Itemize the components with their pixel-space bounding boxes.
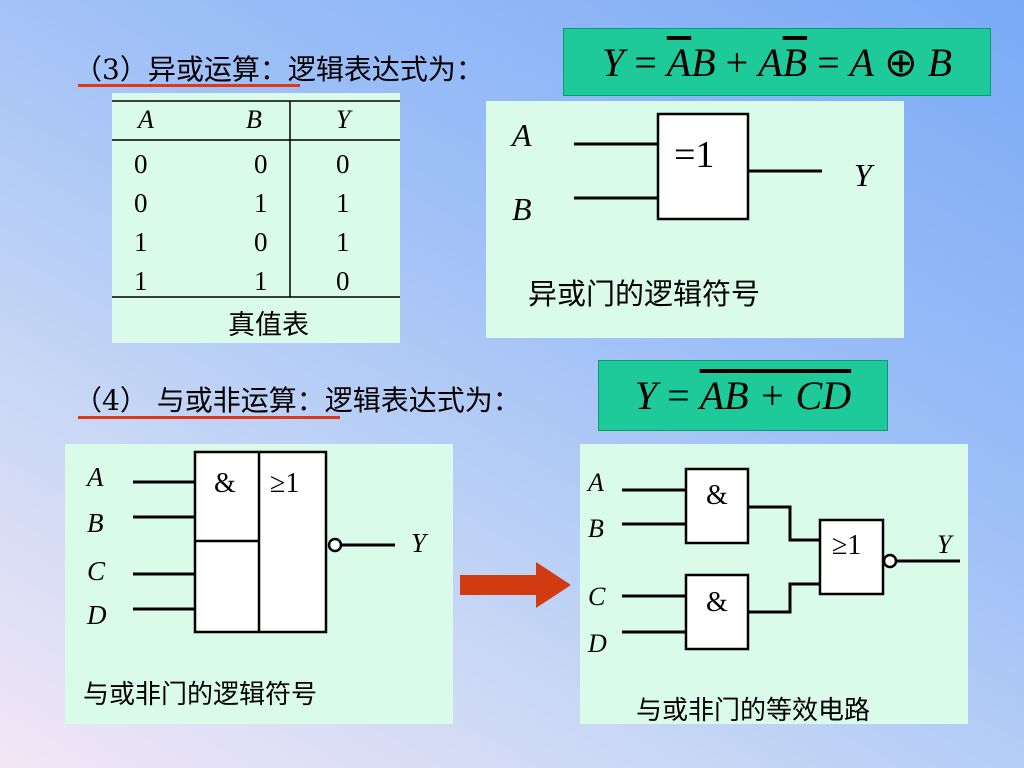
section4-title-underline bbox=[78, 416, 340, 419]
equiv-inversion-bubble bbox=[882, 553, 898, 569]
aoi-and-label: & bbox=[214, 468, 236, 499]
section3-title: （3）异或运算：逻辑表达式为： bbox=[74, 53, 484, 86]
tt-cell: 0 bbox=[134, 149, 148, 179]
section4-title: （4） 与或非运算：逻辑表达式为： bbox=[74, 384, 521, 417]
tt-header-y: Y bbox=[336, 105, 351, 134]
aoi-inversion-bubble bbox=[327, 537, 343, 553]
aoi-formula: Y = AB + CD bbox=[598, 360, 888, 431]
equiv-output-y: Y bbox=[937, 530, 952, 559]
aoi-input-a: A bbox=[87, 462, 104, 492]
tt-cell: 1 bbox=[336, 188, 350, 218]
equiv-and2-label: & bbox=[706, 587, 728, 618]
truth-table-panel: A B Y 0 0 1 1 0 1 0 1 0 1 1 0 真值表 bbox=[112, 93, 400, 343]
equiv-and1-label: & bbox=[706, 480, 728, 511]
tt-cell: 0 bbox=[254, 227, 268, 257]
aoi-input-c: C bbox=[87, 556, 106, 586]
xor-gate-diagram bbox=[574, 112, 822, 221]
tt-header-b: B bbox=[246, 105, 262, 134]
aoi-equivalent-panel: A B C D & & ≥1 Y 与或非门的等效电路 bbox=[580, 444, 968, 726]
xor-gate-label: =1 bbox=[674, 134, 715, 176]
truth-table bbox=[112, 100, 400, 298]
tt-cell: 1 bbox=[134, 266, 148, 296]
xor-gate-panel: A B =1 Y 异或门的逻辑符号 bbox=[486, 101, 904, 338]
xor-gate-caption: 异或门的逻辑符号 bbox=[528, 277, 761, 311]
section3-title-underline bbox=[78, 84, 300, 87]
equiv-input-a: A bbox=[588, 468, 604, 497]
aoi-input-b: B bbox=[87, 508, 104, 538]
aoi-symbol-diagram bbox=[133, 450, 395, 634]
tt-cell: 1 bbox=[336, 227, 350, 257]
equiv-input-b: B bbox=[588, 514, 604, 543]
tt-header-a: A bbox=[138, 105, 154, 134]
aoi-symbol-panel: A B C D & ≥1 Y 与或非门的逻辑符号 bbox=[65, 444, 453, 724]
and-gate-1 bbox=[684, 467, 750, 545]
aoi-symbol-caption: 与或非门的逻辑符号 bbox=[83, 680, 318, 710]
and-gate-2 bbox=[684, 573, 750, 651]
equiv-input-c: C bbox=[588, 582, 606, 611]
or-gate bbox=[818, 518, 885, 596]
aoi-equivalent-diagram bbox=[622, 467, 960, 651]
aoi-input-d: D bbox=[87, 600, 107, 630]
equiv-or-label: ≥1 bbox=[832, 530, 862, 561]
xor-gate-box bbox=[656, 112, 750, 221]
tt-cell: 0 bbox=[134, 188, 148, 218]
aoi-output-y: Y bbox=[411, 528, 427, 558]
aoi-or-label: ≥1 bbox=[270, 468, 300, 499]
right-arrow-icon bbox=[460, 562, 571, 608]
xor-input-a: A bbox=[512, 117, 532, 153]
xor-output-y: Y bbox=[854, 157, 872, 193]
equiv-input-d: D bbox=[588, 629, 607, 658]
tt-cell: 0 bbox=[336, 149, 350, 179]
xor-input-b: B bbox=[512, 191, 532, 227]
tt-cell: 1 bbox=[134, 227, 148, 257]
tt-cell: 0 bbox=[336, 266, 350, 296]
aoi-equivalent-caption: 与或非门的等效电路 bbox=[636, 696, 871, 726]
truth-table-caption: 真值表 bbox=[228, 310, 309, 341]
tt-cell: 1 bbox=[254, 266, 268, 296]
tt-cell: 0 bbox=[254, 149, 268, 179]
tt-cell: 1 bbox=[254, 188, 268, 218]
